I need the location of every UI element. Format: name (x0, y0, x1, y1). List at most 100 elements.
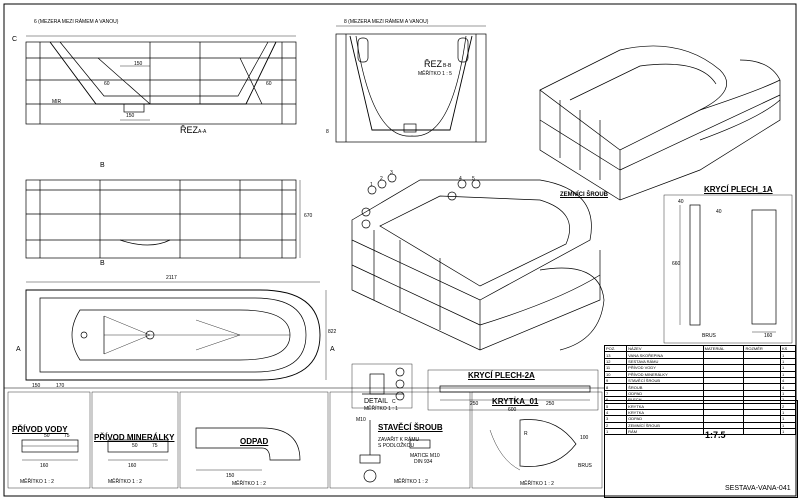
bom-cell: VANA SKOŘEPINA (626, 351, 704, 359)
bom-cell: PŘÍVOD MINERÁLKY (626, 370, 704, 378)
cover-plate-1a-title: KRYCÍ PLECH_1A (704, 185, 773, 194)
bom-cell (702, 364, 745, 372)
bom-cell: 1 (779, 408, 797, 417)
iso-upper-view (539, 45, 781, 201)
section-a-gap-note: 6 (MEZERA MEZI RÁMEM A VANOU) (34, 19, 119, 25)
plan-dim: 2117 (166, 275, 177, 281)
leveling-screw-note: ZAVAŘIT K RÁMU (378, 437, 420, 443)
cap-title: KRYTKA_01 (492, 397, 539, 406)
cover-plate-2a-dim: 600 (508, 407, 517, 413)
bom-cell: 1 (779, 357, 797, 366)
bom-cell (702, 396, 745, 404)
cover-plate-2a-dim: 250 (546, 401, 555, 407)
drain-title: ODPAD (240, 437, 269, 446)
grounding-screw-label: ZEMNÍCI ŠROUB (560, 192, 608, 198)
drain-drawing (195, 427, 301, 471)
bom-cell (702, 351, 745, 359)
bom-cell: ŠROUB (626, 383, 704, 391)
bom-cell: KRYTKA (626, 408, 704, 417)
bom-cell: 2 (779, 402, 797, 410)
frame-letter-c: C (12, 36, 18, 43)
section-b-dim: 8 (326, 129, 329, 135)
bom-cell: 1 (779, 415, 797, 423)
cover-plate-1a-dim: 40 (716, 209, 722, 215)
section-a-title: ŘEZ (180, 125, 198, 135)
water-inlet-scale: MĚŘÍTKO 1 : 2 (20, 479, 54, 485)
section-b-view (335, 25, 487, 143)
bom-cell: 1 (779, 396, 797, 404)
section-a-suffix: A-A (198, 129, 207, 135)
section-a-dim: 60 (104, 81, 110, 87)
bom-cell: 1 (779, 428, 797, 436)
bom-header: KS (779, 344, 797, 353)
mineral-inlet-dim: 75 (152, 443, 158, 449)
section-a-dim: MIR (52, 99, 62, 105)
plan-dim: 170 (56, 383, 65, 389)
cover-plate-1a-dim: 660 (672, 261, 681, 267)
bom-cell: 4 (603, 408, 628, 417)
cap-dim: 100 (580, 435, 589, 441)
leveling-screw-note: M10 (356, 417, 366, 423)
front-marker-b: B (100, 260, 105, 267)
plan-marker-a: A (330, 346, 335, 353)
bom-cell: KRYTKA (626, 402, 704, 410)
cover-plate-1a-drawing (663, 194, 793, 344)
cover-plate-2a-title: KRYCÍ PLECH-2A (468, 371, 535, 380)
plan-dim: 150 (32, 383, 41, 389)
section-b-title: ŘEZ (424, 59, 442, 69)
water-inlet-dim: 160 (40, 463, 49, 469)
mineral-inlet-dim: 160 (128, 463, 137, 469)
drain-dim: 150 (226, 473, 235, 479)
bom-header-row: POZ. NÁZEV MATERIÁL ROZMĚR KS (603, 344, 797, 353)
bom-cell: 13 (603, 351, 628, 359)
mineral-inlet-drawing (107, 439, 169, 461)
bom-cell: 1 (779, 370, 797, 378)
section-a-view (25, 35, 297, 125)
detail-c-suffix: C (392, 399, 396, 405)
title-block: 1:7.5 SESTAVA-VANA-041 (604, 400, 798, 498)
bom-header: NÁZEV (626, 344, 704, 353)
bom-cell: 3 (603, 415, 628, 423)
section-a-dim: 60 (266, 81, 272, 87)
section-a-dim: 150 (126, 113, 135, 119)
cap-dim: R (524, 431, 528, 437)
bom-cell (702, 408, 745, 417)
bom-cell (702, 428, 745, 436)
bom-cell: ODPAD (626, 415, 704, 423)
leveling-screw-scale: MĚŘÍTKO 1 : 2 (394, 479, 428, 485)
detail-c-title: DETAIL (364, 398, 388, 405)
cover-plate-2a-dim: 250 (470, 401, 479, 407)
bom-cell: 12 (603, 357, 628, 366)
bom-cell: 2 (603, 421, 628, 430)
bom-cell (702, 389, 745, 398)
balloon-label: 1 (370, 182, 373, 188)
drawing-number: SESTAVA-VANA-041 (725, 485, 791, 492)
balloon-circles (361, 173, 481, 229)
water-inlet-dim: 75 (64, 433, 70, 439)
section-a-dim: 150 (134, 61, 143, 67)
cover-plate-1a-dim: 40 (678, 199, 684, 205)
plan-marker-a: A (16, 346, 21, 353)
bom-cell: STAVĚCÍ ŠROUB (626, 376, 704, 385)
plan-view (25, 281, 327, 381)
iso-lower-view (351, 179, 605, 351)
cap-scale: MĚŘÍTKO 1 : 2 (520, 481, 554, 487)
cover-plate-1a-dim: 160 (764, 333, 773, 339)
bom-cell: 6 (603, 396, 628, 404)
mineral-inlet-dim: 50 (132, 443, 138, 449)
water-inlet-title: PŘÍVOD VODY (12, 425, 68, 434)
leveling-screw-title: STAVĚCÍ ŠROUB (378, 423, 443, 432)
detail-c-scale: MĚŘÍTKO 1 : 1 (364, 406, 398, 412)
bom-cell (702, 370, 745, 378)
mineral-inlet-scale: MĚŘÍTKO 1 : 2 (108, 479, 142, 485)
bom-cell: ODPAD (626, 389, 704, 398)
